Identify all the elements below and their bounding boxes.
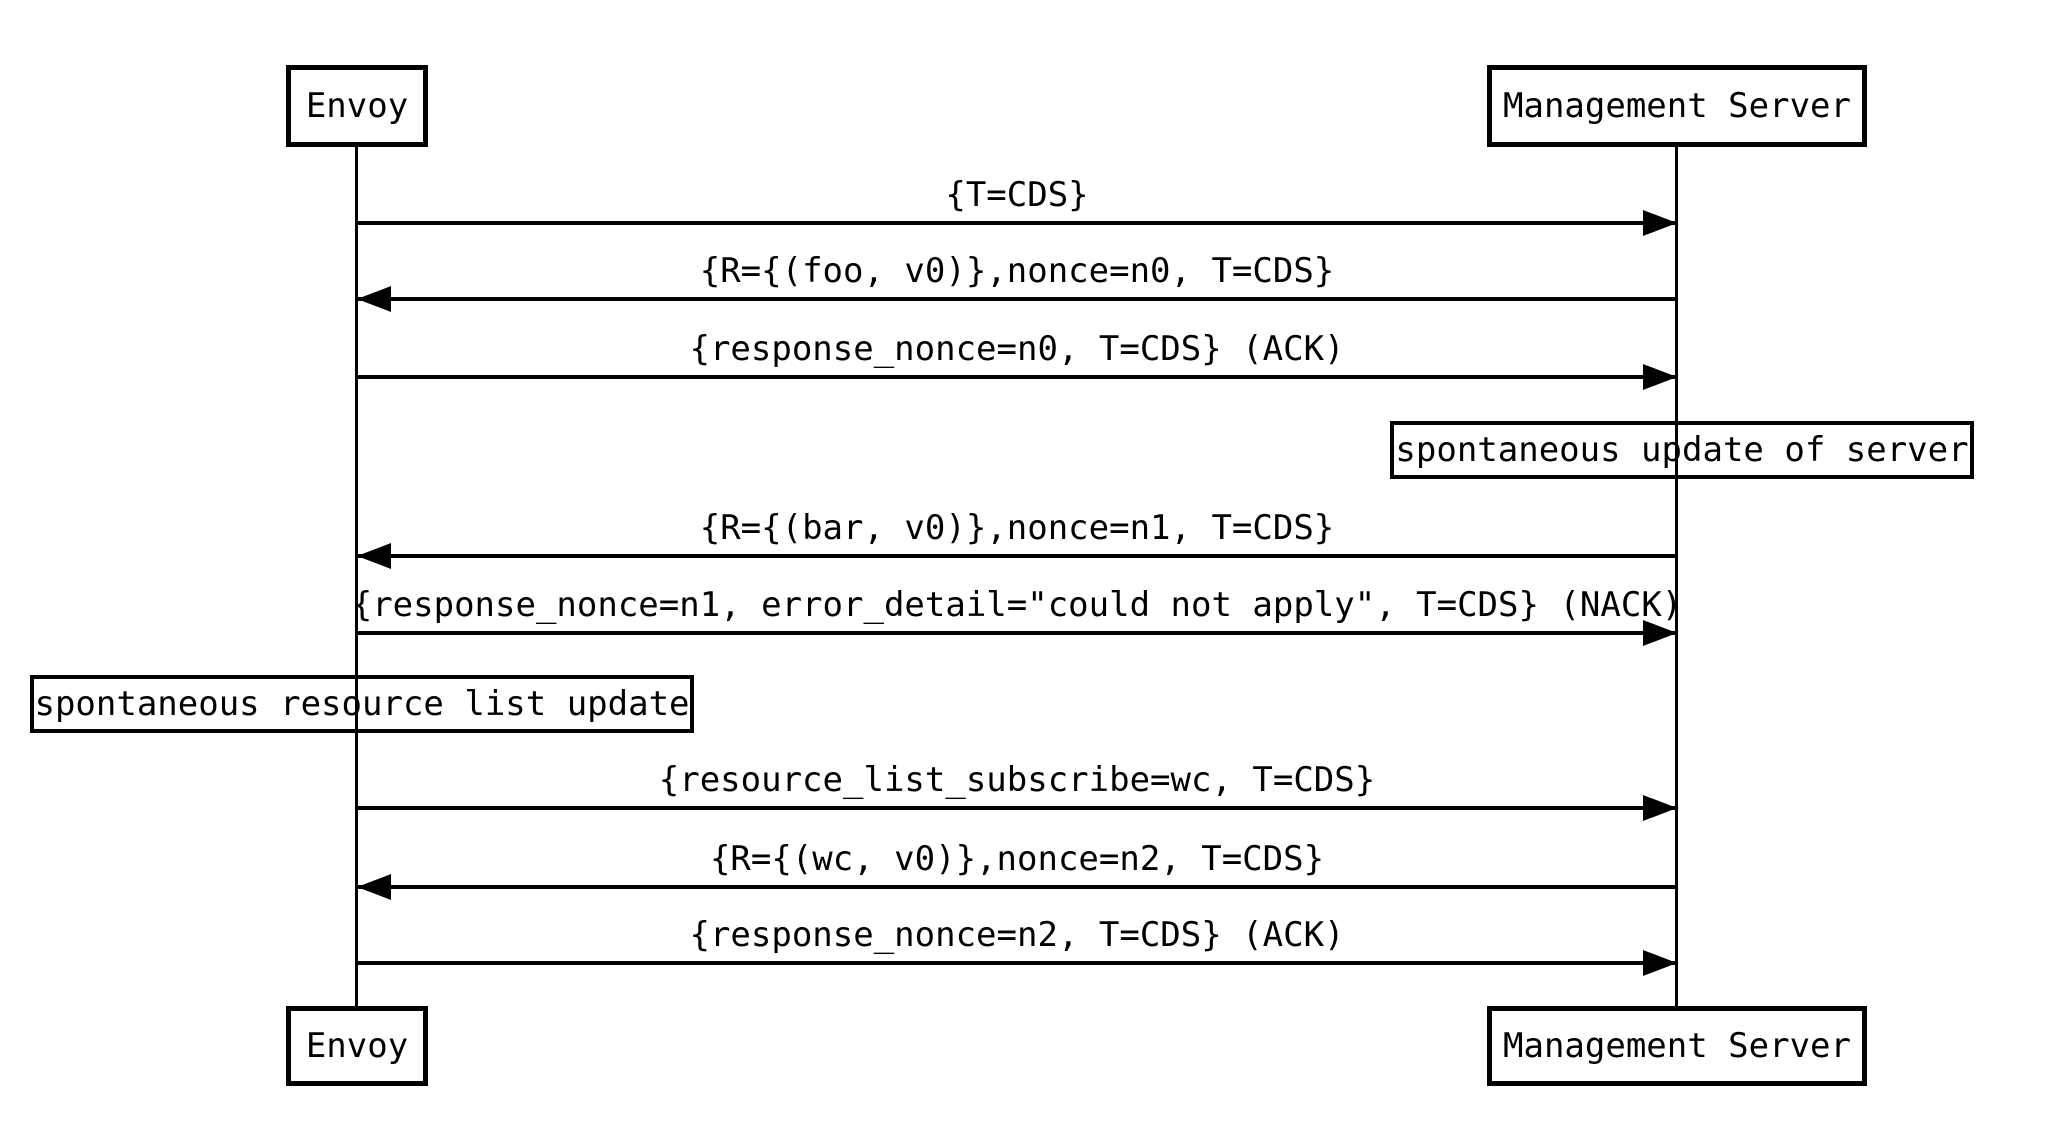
actor-box-management-server-bottom: Management Server xyxy=(1487,1006,1867,1086)
message-3-line xyxy=(357,375,1677,379)
arrowhead-right-icon xyxy=(1643,210,1677,236)
actor-box-envoy-top: Envoy xyxy=(286,65,428,147)
arrowhead-right-icon xyxy=(1643,795,1677,821)
message-1-line xyxy=(357,221,1677,225)
arrowhead-right-icon xyxy=(1643,364,1677,390)
message-1-label: {T=CDS} xyxy=(945,175,1089,215)
message-3-label: {response_nonce=n0, T=CDS} (ACK) xyxy=(689,329,1345,369)
message-4-label: {R={(bar, v0)},nonce=n1, T=CDS} xyxy=(699,508,1335,548)
message-7-label: {R={(wc, v0)},nonce=n2, T=CDS} xyxy=(709,839,1325,879)
note-spontaneous-update-of-server-label: spontaneous update of server xyxy=(1395,430,1969,470)
message-7-line xyxy=(357,885,1677,889)
message-6-label: {resource_list_subscribe=wc, T=CDS} xyxy=(658,760,1376,800)
message-5-label: {response_nonce=n1, error_detail="could … xyxy=(351,585,1683,625)
actor-label-envoy-bottom: Envoy xyxy=(305,1026,409,1066)
actor-box-management-server-top: Management Server xyxy=(1487,65,1867,147)
actor-box-envoy-bottom: Envoy xyxy=(286,1006,428,1086)
arrowhead-right-icon xyxy=(1643,950,1677,976)
note-spontaneous-resource-list-update-label: spontaneous resource list update xyxy=(34,684,690,724)
message-2-line xyxy=(357,297,1677,301)
arrowhead-left-icon xyxy=(357,286,391,312)
message-6-line xyxy=(357,806,1677,810)
arrowhead-right-icon xyxy=(1643,620,1677,646)
message-5-line xyxy=(357,631,1677,635)
lifeline-envoy xyxy=(355,147,358,1008)
lifeline-management-server xyxy=(1675,147,1678,1008)
message-2-label: {R={(foo, v0)},nonce=n0, T=CDS} xyxy=(699,251,1335,291)
actor-label-management-server-top: Management Server xyxy=(1503,86,1851,126)
actor-label-envoy-top: Envoy xyxy=(305,86,409,126)
actor-label-management-server-bottom: Management Server xyxy=(1503,1026,1851,1066)
message-4-line xyxy=(357,554,1677,558)
message-8-label: {response_nonce=n2, T=CDS} (ACK) xyxy=(689,915,1345,955)
arrowhead-left-icon xyxy=(357,874,391,900)
arrowhead-left-icon xyxy=(357,543,391,569)
note-spontaneous-resource-list-update: spontaneous resource list update xyxy=(30,675,694,733)
note-spontaneous-update-of-server: spontaneous update of server xyxy=(1390,421,1974,479)
message-8-line xyxy=(357,961,1677,965)
